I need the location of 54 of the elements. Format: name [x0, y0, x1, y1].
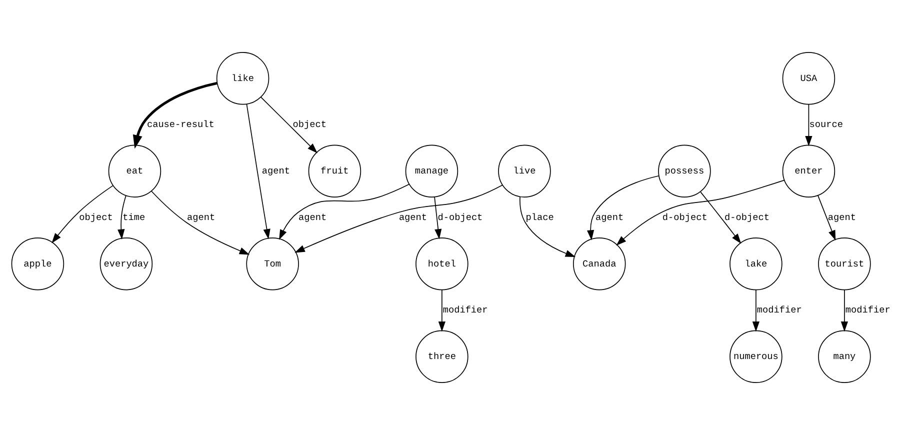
arrow [818, 195, 836, 241]
arrow [118, 195, 126, 240]
arrow [587, 175, 660, 240]
arrow [752, 289, 760, 332]
node-circle: Tom [246, 238, 299, 290]
node-circle: live [498, 144, 551, 198]
node-circle: fruit [308, 144, 362, 198]
edge-label: modifier [845, 304, 890, 316]
edge-label: agent [187, 212, 216, 223]
arrow [438, 289, 446, 332]
edge-label: time [122, 212, 146, 223]
node-circle: tourist [818, 238, 871, 290]
edge-label: place [526, 212, 554, 223]
arrow [805, 104, 812, 146]
arrow [840, 289, 848, 332]
edge-label: agent [596, 212, 624, 223]
arrow [294, 184, 503, 253]
edge-label: object [79, 212, 113, 223]
arrow [279, 184, 410, 240]
edge-label: agent [298, 212, 327, 223]
edge-label: d-object [724, 212, 770, 223]
node-circle: everyday [100, 238, 153, 290]
edge-label: agent [398, 212, 428, 223]
node-circle: eat [108, 144, 162, 198]
node-circle: possess [658, 144, 711, 198]
edge-label: cause-result [146, 119, 214, 130]
node-circle: hotel [416, 238, 468, 290]
arrow [246, 104, 270, 240]
node-circle: manage [405, 144, 458, 198]
edge-label: d-object [438, 212, 483, 223]
arrow [520, 196, 576, 258]
node-circle: lake [730, 238, 782, 290]
node-circle: like [216, 52, 270, 105]
arrow [52, 185, 114, 244]
node-circle: numerous [730, 330, 782, 384]
arrow [150, 190, 250, 255]
edge-label: object [292, 119, 326, 130]
edge-label: agent [828, 212, 856, 223]
node-circle: enter [782, 144, 836, 198]
edge-label: modifier [442, 304, 488, 316]
edge-label: agent [262, 166, 290, 177]
edge-label: d-object [662, 212, 708, 223]
node-circle: many [818, 330, 871, 384]
arrow [260, 96, 318, 154]
node-circle: three [416, 330, 468, 384]
node-circle: USA [782, 52, 836, 105]
node-circle: apple [11, 238, 64, 290]
arrow [700, 192, 742, 244]
arrow [434, 196, 442, 240]
edge-label: modifier [756, 304, 802, 316]
arrow [132, 82, 218, 149]
node-circle: Canada [572, 238, 626, 290]
edge-label: source [809, 119, 844, 130]
arrow [616, 180, 785, 246]
